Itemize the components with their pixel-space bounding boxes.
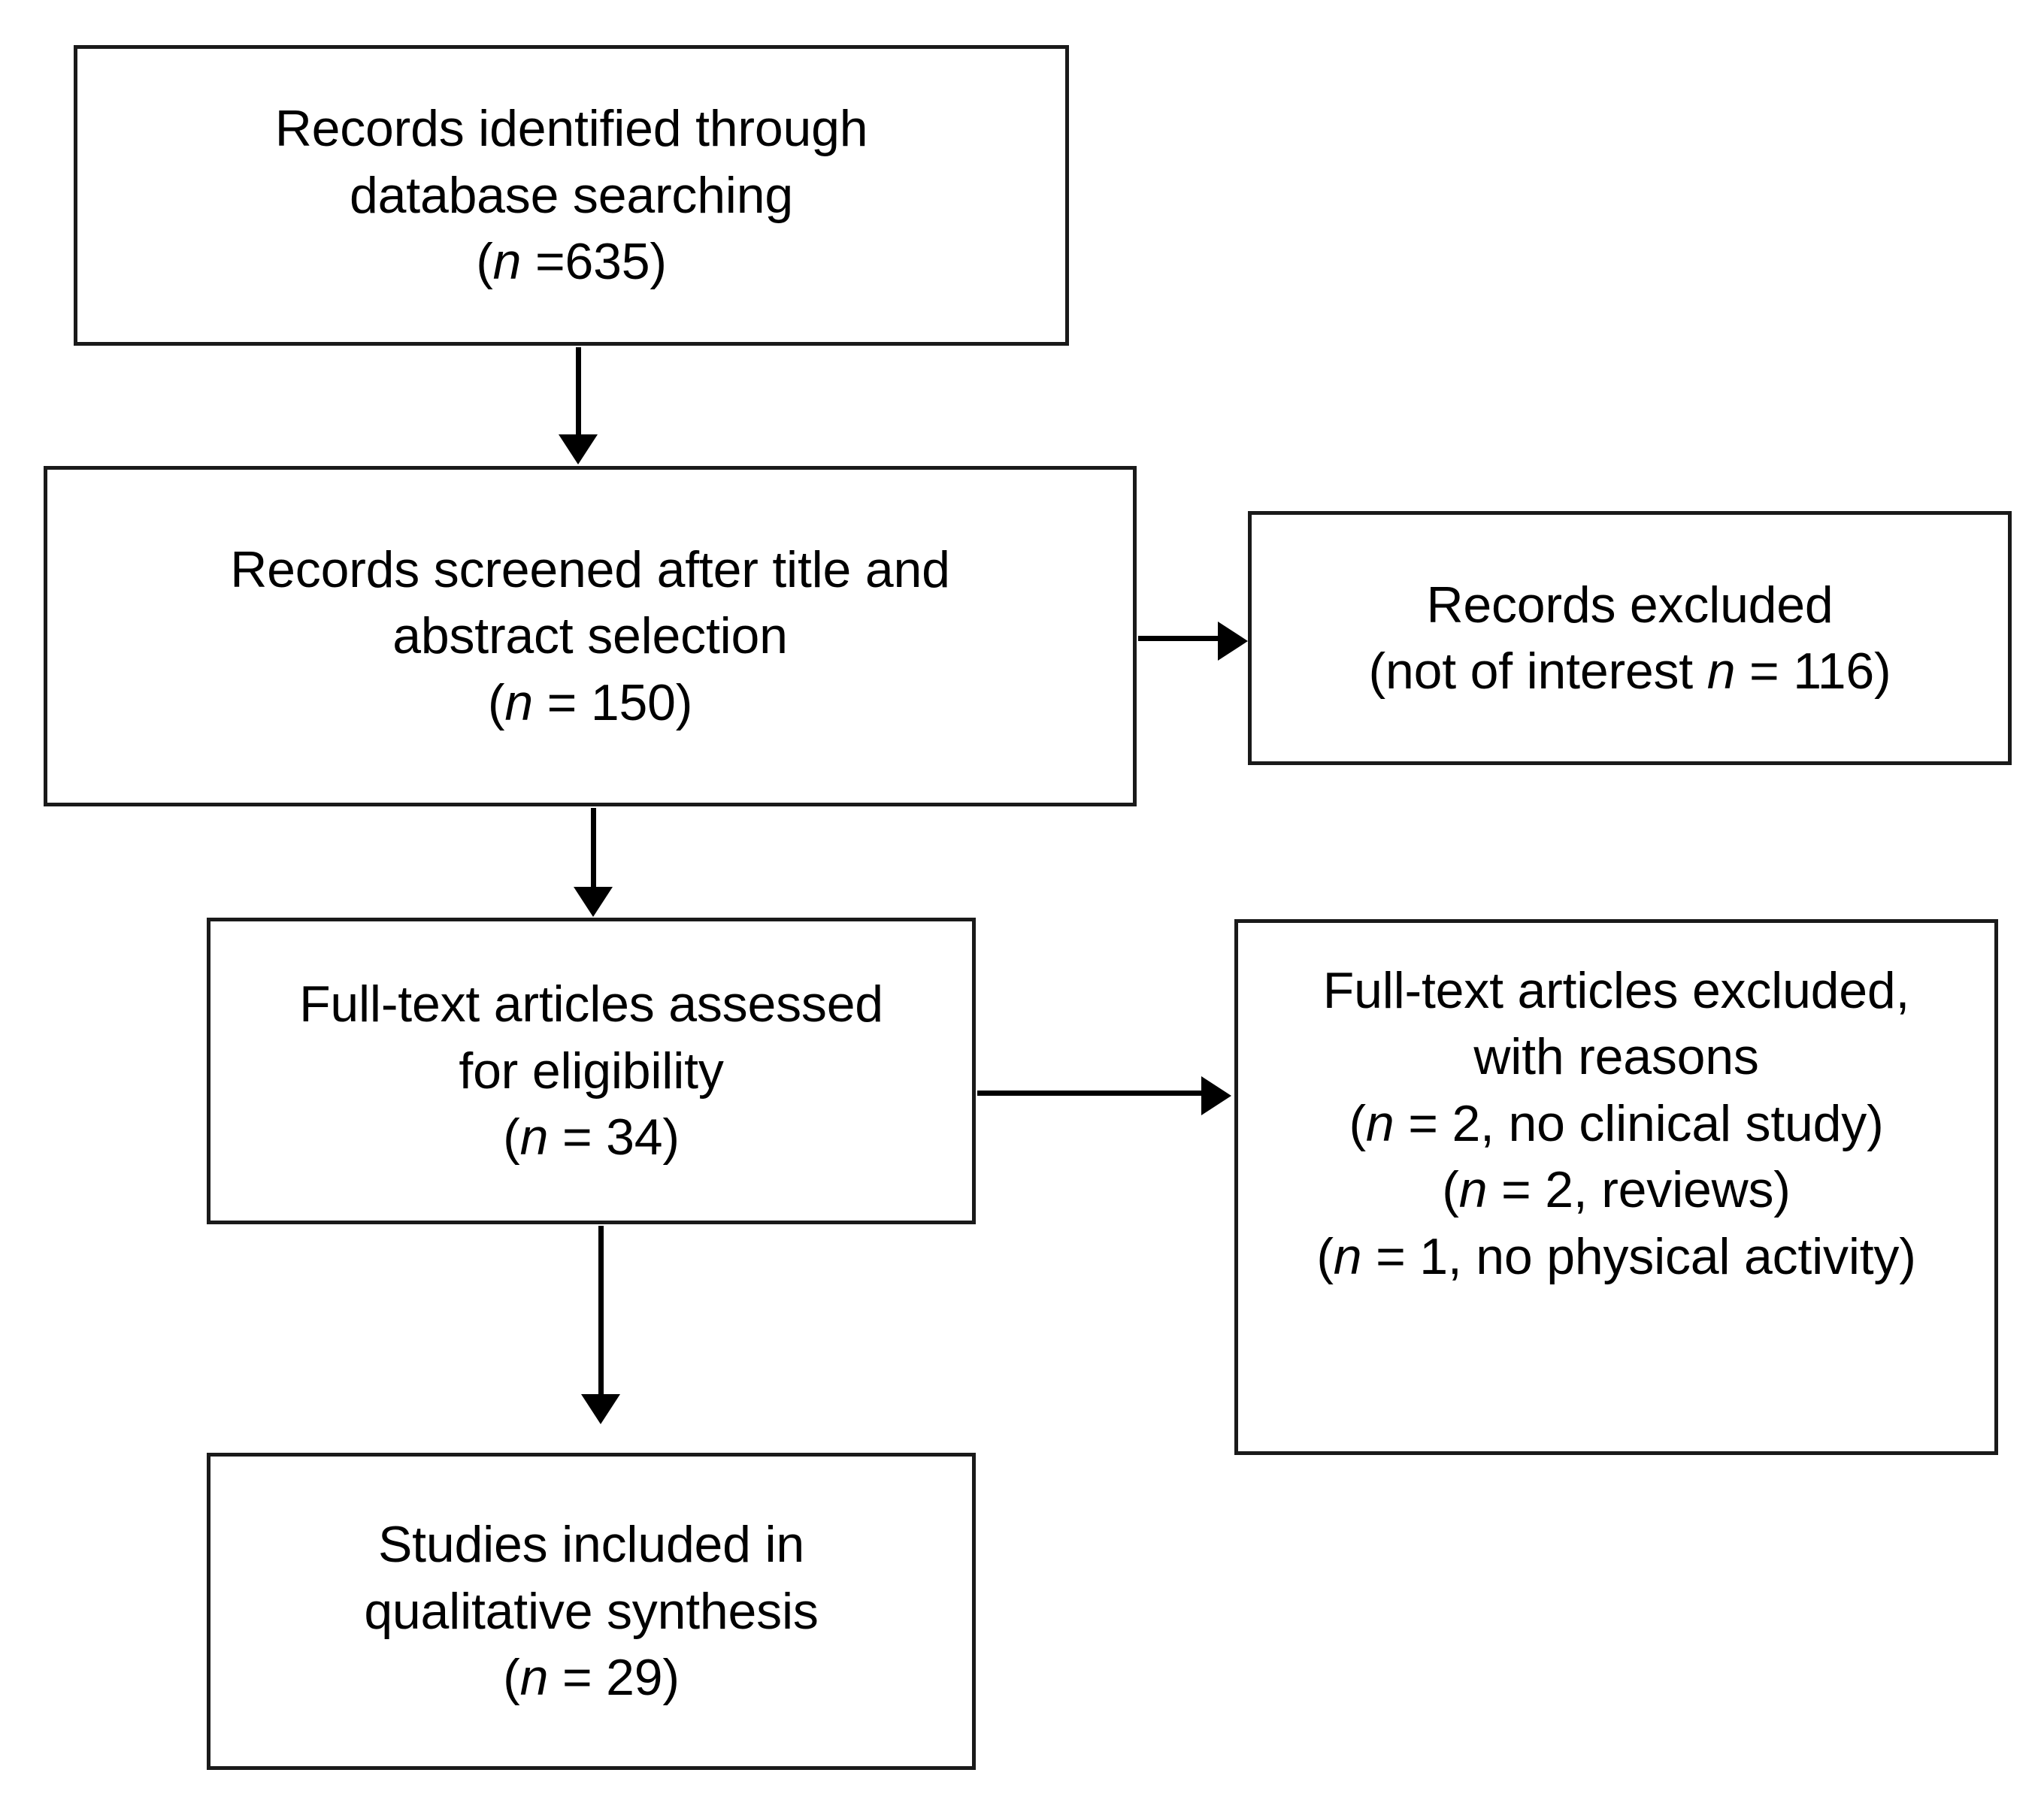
box-reason: (not of interest n = 116) [1369,638,1891,704]
arrow-head-right-icon [1218,622,1248,661]
reason-prefix: ( [1442,1161,1459,1219]
reason-prefix: ( [1316,1227,1334,1285]
n-value: = 29) [548,1649,680,1707]
n-value: = 2, reviews) [1487,1161,1791,1219]
box-line: Full-text articles excluded, [1322,962,1910,1019]
box-count: (n = 150) [488,670,692,736]
box-line: Studies included in [377,1516,805,1574]
n-value: = 2, no clinical study) [1394,1094,1884,1152]
box-reason: (n = 2, no clinical study) [1349,1091,1883,1157]
box-line: Full-text articles assessed [299,976,883,1033]
n-symbol: n [1333,1227,1362,1285]
box-line: for eligibility [459,1042,724,1100]
box-reason: (n = 2, reviews) [1442,1157,1791,1223]
box-records-screened[interactable]: Records screened after title and abstrac… [44,466,1137,806]
arrow-head-down-icon [581,1394,620,1424]
paren-open: ( [503,1109,520,1166]
arrow-head-right-icon [1201,1076,1231,1115]
n-value: = 150) [532,673,693,731]
connector-line [977,1091,1203,1096]
paren-open: ( [476,233,493,291]
n-value: = 1, no physical activity) [1361,1227,1916,1285]
paren-open: ( [503,1649,520,1707]
connector-line [591,808,596,889]
n-symbol: n [1706,643,1736,700]
n-symbol: n [492,233,522,291]
n-value: =635) [521,233,667,291]
paren-open: ( [487,673,505,731]
n-symbol: n [519,1109,549,1166]
box-line: Records identified through [274,100,868,158]
box-line: Records excluded [1426,576,1834,634]
box-count: (n =635) [476,228,667,295]
box-line: abstract selection [392,607,788,665]
reason-prefix: ( [1349,1094,1366,1152]
n-symbol: n [519,1649,549,1707]
reason-prefix: (not of interest [1368,643,1707,700]
n-value: = 116) [1735,643,1891,700]
n-symbol: n [1365,1094,1394,1152]
box-reason: (n = 1, no physical activity) [1316,1224,1916,1290]
box-count: (n = 34) [503,1104,680,1170]
arrow-head-down-icon [559,434,598,464]
box-line: with reasons [1473,1028,1759,1086]
box-fulltext-excluded[interactable]: Full-text articles excluded, with reason… [1234,919,1998,1455]
arrow-head-down-icon [574,887,613,917]
box-records-excluded[interactable]: Records excluded (not of interest n = 11… [1248,511,2012,765]
box-fulltext-assessed[interactable]: Full-text articles assessed for eligibil… [207,918,976,1224]
connector-line [1138,636,1221,641]
n-value: = 34) [548,1109,680,1166]
connector-line [598,1226,604,1397]
box-line: qualitative synthesis [364,1582,819,1640]
box-line: database searching [350,166,793,224]
n-symbol: n [504,673,533,731]
box-line: Records screened after title and [230,540,950,598]
box-count: (n = 29) [503,1644,680,1711]
n-symbol: n [1458,1161,1488,1219]
box-studies-included[interactable]: Studies included in qualitative synthesi… [207,1453,976,1770]
box-records-identified[interactable]: Records identified through database sear… [74,45,1069,346]
connector-line [576,347,581,437]
